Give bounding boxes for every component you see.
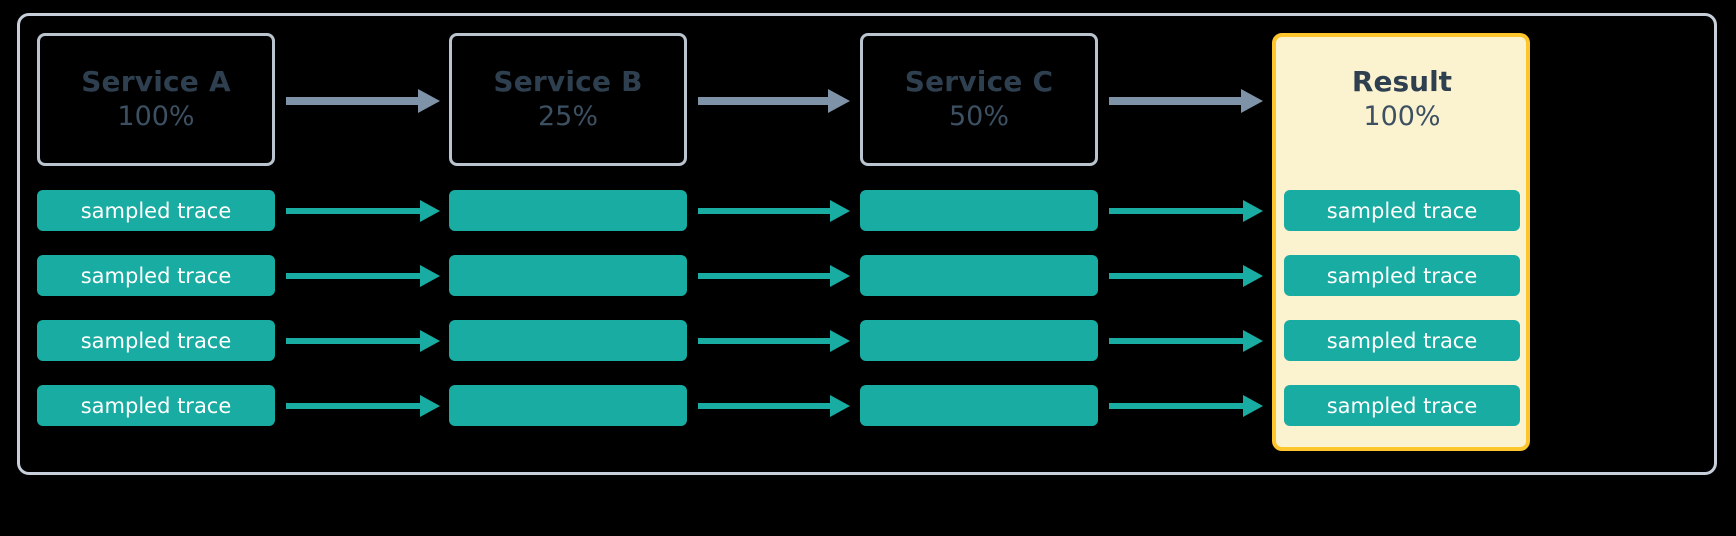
right-arrow-icon	[286, 265, 440, 287]
service-a-name: Service A	[81, 64, 231, 98]
service-b-name: Service B	[493, 64, 643, 98]
service-b-rate: 25%	[537, 100, 598, 132]
right-arrow-icon	[698, 89, 850, 113]
right-arrow-icon	[286, 89, 440, 113]
right-arrow-icon	[698, 200, 850, 222]
trace-label: sampled trace	[80, 198, 232, 223]
trace-label: sampled trace	[80, 263, 232, 288]
trace-bar-row4-service-c	[860, 385, 1098, 426]
right-arrow-icon	[1109, 200, 1263, 222]
right-arrow-icon	[286, 395, 440, 417]
trace-bar-row2-service-a: sampled trace	[37, 255, 275, 296]
right-arrow-icon	[1109, 395, 1263, 417]
trace-bar-row2-service-b	[449, 255, 687, 296]
right-arrow-icon	[286, 200, 440, 222]
diagram-outer-frame	[17, 13, 1717, 475]
right-arrow-icon	[1109, 330, 1263, 352]
trace-arrow-row2-b-to-c	[698, 265, 850, 287]
right-arrow-icon	[1109, 89, 1263, 113]
result-rate: 100%	[1363, 101, 1441, 133]
right-arrow-icon	[1109, 265, 1263, 287]
service-box-service-b: Service B 25%	[449, 33, 687, 166]
service-c-rate: 50%	[948, 100, 1009, 132]
result-name: Result	[1351, 65, 1453, 99]
trace-bar-row4-service-b	[449, 385, 687, 426]
trace-label: sampled trace	[1326, 198, 1478, 223]
trace-arrow-row4-b-to-c	[698, 395, 850, 417]
service-box-result: Result 100%	[1284, 40, 1520, 160]
service-box-service-a: Service A 100%	[37, 33, 275, 166]
trace-bar-row3-result: sampled trace	[1284, 320, 1520, 361]
trace-arrow-row3-a-to-b	[286, 330, 440, 352]
trace-bar-row2-service-c	[860, 255, 1098, 296]
trace-arrow-row3-b-to-c	[698, 330, 850, 352]
trace-arrow-row4-a-to-b	[286, 395, 440, 417]
trace-label: sampled trace	[1326, 393, 1478, 418]
trace-label: sampled trace	[1326, 263, 1478, 288]
trace-arrow-row1-a-to-b	[286, 200, 440, 222]
right-arrow-icon	[698, 395, 850, 417]
trace-label: sampled trace	[80, 393, 232, 418]
right-arrow-icon	[698, 330, 850, 352]
trace-arrow-row1-b-to-c	[698, 200, 850, 222]
trace-bar-row1-result: sampled trace	[1284, 190, 1520, 231]
trace-arrow-row2-a-to-b	[286, 265, 440, 287]
service-c-name: Service C	[904, 64, 1054, 98]
result-highlight-panel	[1272, 33, 1530, 451]
trace-label: sampled trace	[1326, 328, 1478, 353]
trace-bar-row1-service-c	[860, 190, 1098, 231]
right-arrow-icon	[698, 265, 850, 287]
trace-label: sampled trace	[80, 328, 232, 353]
trace-arrow-row1-c-to-result	[1109, 200, 1263, 222]
trace-bar-row2-result: sampled trace	[1284, 255, 1520, 296]
trace-bar-row1-service-b	[449, 190, 687, 231]
trace-bar-row4-result: sampled trace	[1284, 385, 1520, 426]
arrow-service-a-to-service-b	[286, 88, 440, 114]
trace-arrow-row3-c-to-result	[1109, 330, 1263, 352]
trace-arrow-row4-c-to-result	[1109, 395, 1263, 417]
trace-bar-row1-service-a: sampled trace	[37, 190, 275, 231]
arrow-service-c-to-result	[1109, 88, 1263, 114]
trace-bar-row3-service-b	[449, 320, 687, 361]
right-arrow-icon	[286, 330, 440, 352]
trace-bar-row4-service-a: sampled trace	[37, 385, 275, 426]
service-a-rate: 100%	[117, 100, 195, 132]
service-box-service-c: Service C 50%	[860, 33, 1098, 166]
trace-bar-row3-service-c	[860, 320, 1098, 361]
trace-arrow-row2-c-to-result	[1109, 265, 1263, 287]
trace-bar-row3-service-a: sampled trace	[37, 320, 275, 361]
arrow-service-b-to-service-c	[698, 88, 850, 114]
